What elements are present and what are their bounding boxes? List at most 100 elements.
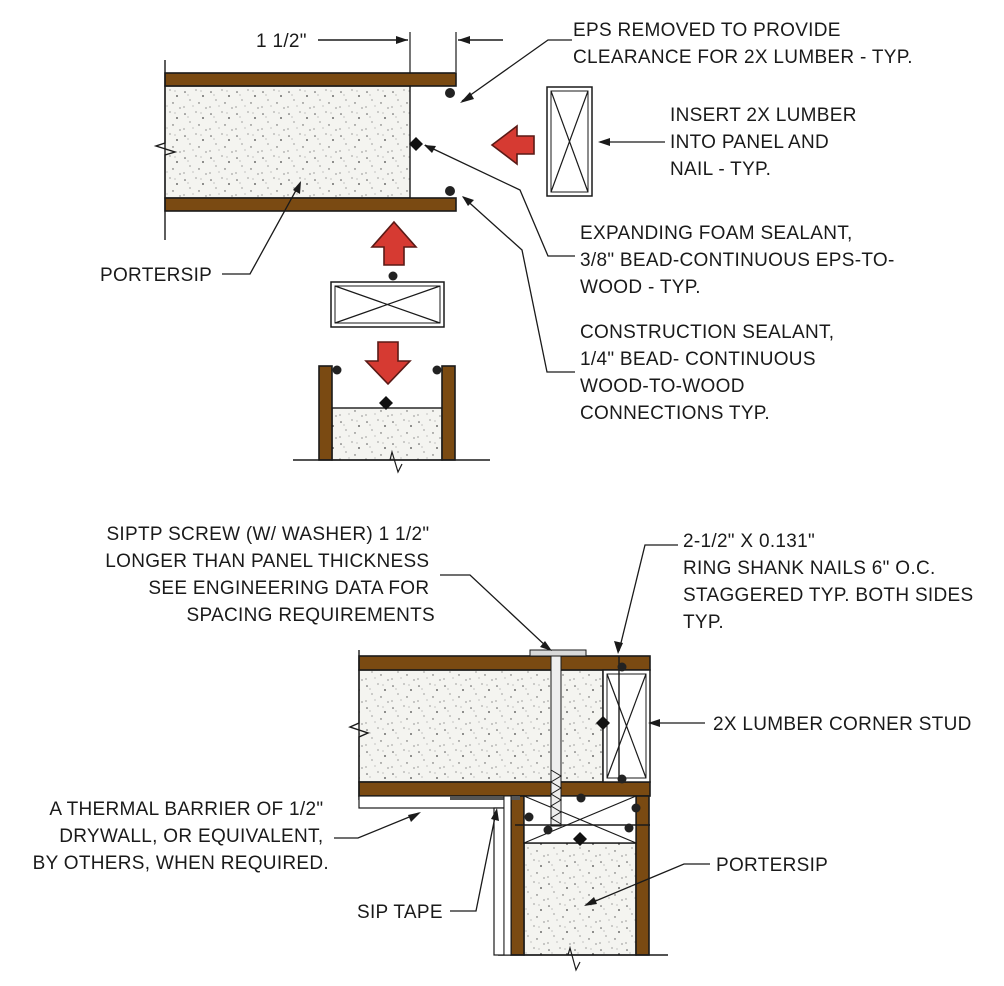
break-line [153, 60, 178, 240]
label-sip-tape: SIP TAPE [357, 902, 443, 923]
dimension-arrowhead-left [396, 36, 408, 44]
leader-thermal [334, 812, 420, 839]
note-foam-sealant: EXPANDING FOAM SEALANT, 3/8" BEAD-CONTIN… [580, 223, 900, 298]
arrow-nails [614, 641, 623, 654]
end-bead-left [332, 365, 342, 375]
leader-screw [440, 574, 549, 649]
foam-bead-diamond [409, 137, 423, 151]
osb-skin-top [164, 72, 457, 87]
h-panel-skin-bottom [358, 781, 651, 797]
note-nails: 2-1/2" X 0.131" RING SHANK NAILS 6" O.C.… [683, 531, 979, 633]
end-skin-right [441, 365, 456, 461]
bead-plate-left-lower [524, 812, 534, 822]
eps-core [164, 85, 411, 199]
arrow-construction [462, 196, 474, 206]
note-nails-line-3: STAGGERED TYP. BOTH SIDES [683, 585, 973, 606]
sip-tape-strip [450, 796, 520, 800]
arrow-insert [598, 138, 610, 146]
top-detail: 1 1/2" [100, 20, 913, 474]
red-arrow-left [490, 124, 535, 166]
note-thermal-line-1: A THERMAL BARRIER OF 1/2" [49, 799, 323, 820]
h-panel-eps-core [358, 669, 604, 783]
label-corner-stud: 2X LUMBER CORNER STUD [713, 714, 972, 735]
sealant-bead-lower [445, 186, 455, 196]
note-insert-line-1: INSERT 2X LUMBER [670, 105, 857, 126]
diamond-stud [596, 716, 610, 730]
note-foam-line-3: WOOD - TYP. [580, 277, 701, 298]
red-arrow-down [364, 341, 412, 386]
note-foam-line-2: 3/8" BEAD-CONTINUOUS EPS-TO- [580, 250, 895, 271]
leader-portersip-bottom [585, 863, 710, 906]
screw-shank [550, 655, 562, 827]
leader-nails [618, 544, 678, 652]
bead-plate-right-lower [624, 823, 634, 833]
note-screw-line-3: SEE ENGINEERING DATA FOR [148, 578, 429, 599]
v-panel-skin-right [635, 795, 650, 956]
corner-stud-cross-b [606, 673, 647, 779]
arrow-screw [540, 641, 552, 651]
lumber-2x-horizontal [330, 281, 445, 328]
note-insert-line-3: NAIL - TYP. [670, 159, 771, 180]
note-thermal: A THERMAL BARRIER OF 1/2" DRYWALL, OR EQ… [33, 799, 329, 874]
arrow-thermal [408, 812, 421, 822]
label-portersip-top: PORTERSIP [100, 265, 212, 286]
sealant-bead-mid [388, 271, 398, 281]
bead-plate-right [631, 803, 641, 813]
corner-stud [602, 669, 651, 783]
leader-construction [462, 196, 575, 373]
leader-sip-tape [450, 811, 497, 912]
drywall-vertical [493, 807, 505, 956]
dimension-arrowhead-right [458, 36, 470, 44]
note-construction-line-4: CONNECTIONS TYP. [580, 403, 770, 424]
note-construction-line-3: WOOD-TO-WOOD [580, 376, 745, 397]
red-arrow-up [370, 220, 418, 266]
arrow-sip-tape [491, 808, 499, 821]
h-panel-break-line [348, 650, 370, 800]
lumber-h-cross-b [334, 285, 441, 324]
note-screw-line-2: LONGER THAN PANEL THICKNESS [105, 551, 429, 572]
bead-stud-top [617, 662, 627, 672]
note-thermal-line-2: DRYWALL, OR EQUIVALENT, [59, 826, 323, 847]
note-screw-line-1: SIPTP SCREW (W/ WASHER) 1 1/2" [106, 524, 429, 545]
lumber-h-inner [334, 285, 441, 324]
plate-cross-b [523, 795, 637, 844]
screw-washer [529, 649, 587, 657]
lumber-2x-insert-right [546, 86, 593, 197]
end-skin-left [318, 365, 333, 461]
bead-stud-bottom [617, 774, 627, 784]
note-nails-line-4: TYP. [683, 612, 724, 633]
note-eps-removed-line-1: EPS REMOVED TO PROVIDE [573, 20, 841, 41]
note-screw-line-4: SPACING REQUIREMENTS [187, 605, 435, 626]
end-break [389, 449, 403, 474]
note-foam-line-1: EXPANDING FOAM SEALANT, [580, 223, 853, 244]
note-thermal-line-3: BY OTHERS, WHEN REQUIRED. [33, 853, 329, 874]
dimension-label: 1 1/2" [256, 31, 307, 52]
screw-thread [550, 769, 562, 825]
label-portersip-bottom: PORTERSIP [716, 855, 828, 876]
leader-foam [424, 144, 575, 257]
sealant-bead-upper [445, 88, 455, 98]
sip-tape-vertical [503, 795, 512, 956]
sip-panel-end [293, 365, 490, 474]
v-panel-skin-left [510, 795, 525, 956]
h-panel-skin-top [358, 655, 651, 671]
note-screw: SIPTP SCREW (W/ WASHER) 1 1/2" LONGER TH… [105, 524, 435, 626]
diamond-plate [573, 832, 587, 846]
v-panel-break [567, 945, 581, 972]
note-eps-removed: EPS REMOVED TO PROVIDE CLEARANCE FOR 2X … [573, 20, 913, 68]
bottom-detail: SIPTP SCREW (W/ WASHER) 1 1/2" LONGER TH… [33, 524, 979, 972]
osb-skin-bottom [164, 197, 457, 212]
note-construction-line-1: CONSTRUCTION SEALANT, [580, 322, 834, 343]
dimension-1-1-2: 1 1/2" [256, 31, 503, 88]
end-foam-diamond [379, 396, 393, 410]
leader-eps-removed [461, 39, 572, 102]
arrow-corner-stud [648, 719, 660, 727]
note-nails-line-2: RING SHANK NAILS 6" O.C. [683, 558, 936, 579]
note-insert-line-2: INTO PANEL AND [670, 132, 829, 153]
v-panel-eps-core [523, 842, 637, 956]
arrow-portersip-bottom [584, 897, 597, 906]
note-nails-line-1: 2-1/2" X 0.131" [683, 531, 815, 552]
arrow-portersip-top [293, 181, 301, 194]
note-eps-removed-line-2: CLEARANCE FOR 2X LUMBER - TYP. [573, 47, 913, 68]
